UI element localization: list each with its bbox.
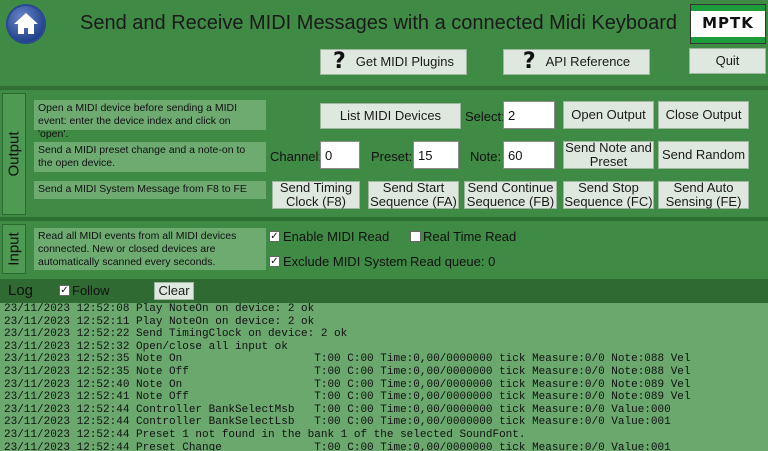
preset-input[interactable]: 15 [413, 141, 459, 169]
input-note: Read all MIDI events from all MIDI devic… [34, 228, 266, 270]
log-line: 23/11/2023 12:52:40 Note On T:00 C:00 Ti… [4, 378, 691, 391]
get-midi-plugins-button[interactable]: ? Get MIDI Plugins [320, 49, 467, 75]
separator [0, 86, 768, 90]
output-note-system: Send a MIDI System Message from F8 to FE [34, 181, 266, 199]
enable-midi-read-label: Enable MIDI Read [283, 229, 390, 244]
real-time-read-checkbox[interactable] [410, 231, 421, 242]
question-icon: ? [332, 49, 346, 74]
real-time-read-label: Real Time Read [423, 229, 517, 244]
clear-log-button[interactable]: Clear [154, 282, 194, 300]
log-line: 23/11/2023 12:52:44 Preset Change T:00 C… [4, 441, 671, 451]
follow-checkbox[interactable]: ✓ [59, 285, 70, 296]
open-output-button[interactable]: Open Output [563, 101, 654, 129]
send-random-button[interactable]: Send Random [658, 141, 749, 169]
send-timing-clock-button[interactable]: Send Timing Clock (F8) [272, 181, 360, 209]
log-toolbar: Log ✓ Follow Clear [0, 279, 768, 303]
quit-button[interactable]: Quit [689, 48, 766, 74]
log-line: 23/11/2023 12:52:44 Controller BankSelec… [4, 403, 671, 416]
output-section-label: Output [2, 93, 26, 215]
channel-label: Channel: [270, 149, 323, 164]
log-line: 23/11/2023 12:52:22 Send TimingClock on … [4, 328, 348, 341]
log-title: Log [8, 282, 34, 299]
note-label: Note: [470, 149, 502, 164]
read-queue-status: Read queue: 0 [410, 254, 496, 269]
device-index-input[interactable]: 2 [503, 101, 555, 129]
log-line: 23/11/2023 12:52:35 Note On T:00 C:00 Ti… [4, 353, 691, 366]
follow-label: Follow [72, 283, 110, 298]
list-midi-devices-button[interactable]: List MIDI Devices [320, 103, 461, 129]
question-icon: ? [522, 49, 536, 74]
log-line: 23/11/2023 12:52:08 Play NoteOn on devic… [4, 303, 315, 315]
send-continue-sequence-button[interactable]: Send Continue Sequence (FB) [464, 181, 557, 209]
output-note-open: Open a MIDI device before sending a MIDI… [34, 100, 266, 140]
input-section-label: Input [2, 224, 26, 274]
note-input[interactable]: 60 [503, 141, 555, 169]
enable-midi-read-checkbox[interactable]: ✓ [269, 231, 280, 242]
send-auto-sensing-button[interactable]: Send Auto Sensing (FE) [658, 181, 749, 209]
select-label: Select: [465, 109, 505, 124]
log-line: 23/11/2023 12:52:44 Preset 1 not found i… [4, 428, 526, 441]
log-line: 23/11/2023 12:52:44 Controller BankSelec… [4, 416, 671, 429]
exclude-midi-system-label: Exclude MIDI System [283, 254, 408, 269]
log-line: 23/11/2023 12:52:41 Note Off T:00 C:00 T… [4, 391, 691, 404]
separator [0, 217, 768, 221]
channel-input[interactable]: 0 [320, 141, 360, 169]
log-line: 23/11/2023 12:52:32 Open/close all input… [4, 340, 288, 353]
page-title: Send and Receive MIDI Messages with a co… [80, 12, 677, 34]
send-stop-sequence-button[interactable]: Send Stop Sequence (FC) [563, 180, 654, 209]
mptk-logo: MPTK [690, 4, 766, 44]
log-line: 23/11/2023 12:52:35 Note Off T:00 C:00 T… [4, 365, 691, 378]
log-line: 23/11/2023 12:52:11 Play NoteOn on devic… [4, 315, 315, 328]
output-note-preset: Send a MIDI preset change and a note-on … [34, 142, 266, 172]
close-output-button[interactable]: Close Output [658, 101, 749, 129]
log-output[interactable]: 23/11/2023 12:52:08 Play NoteOn on devic… [0, 303, 768, 451]
api-reference-button[interactable]: ? API Reference [503, 49, 650, 75]
home-icon[interactable] [6, 4, 46, 44]
exclude-midi-system-checkbox[interactable]: ✓ [269, 256, 280, 267]
send-start-sequence-button[interactable]: Send Start Sequence (FA) [368, 181, 459, 209]
preset-label: Preset: [371, 149, 413, 164]
send-note-preset-button[interactable]: Send Note and Preset [563, 141, 654, 169]
